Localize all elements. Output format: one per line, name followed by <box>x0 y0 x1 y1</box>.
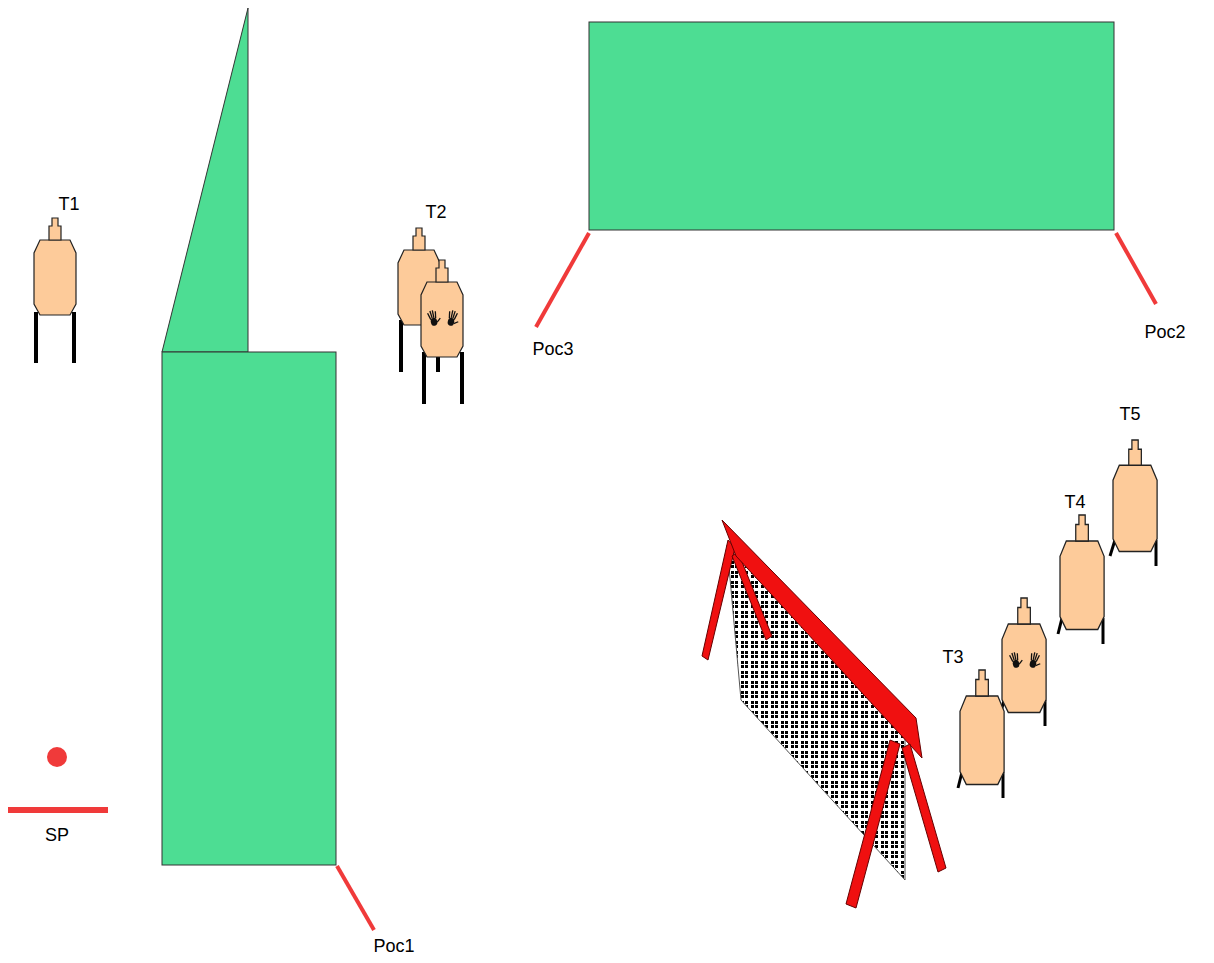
fault-line <box>337 866 374 930</box>
target <box>34 218 76 363</box>
fault-line <box>536 233 589 327</box>
start-line <box>8 807 108 813</box>
no-shoot-target <box>1000 598 1046 726</box>
fault-line <box>1116 233 1156 304</box>
target-label: T4 <box>1064 493 1085 513</box>
wall <box>162 352 336 865</box>
start-position-label: SP <box>45 826 69 846</box>
fault-line-label: Poc1 <box>373 937 414 957</box>
target <box>1110 440 1157 566</box>
target-label: T2 <box>425 203 446 223</box>
fault-line-label: Poc3 <box>532 340 573 360</box>
wall <box>162 8 248 352</box>
target-label: T5 <box>1119 405 1140 425</box>
target <box>958 670 1004 798</box>
target-label: T1 <box>58 195 79 215</box>
start-dot <box>47 747 67 767</box>
target <box>1058 515 1104 644</box>
wall <box>589 22 1114 230</box>
port-window <box>702 520 946 908</box>
target-label: T3 <box>942 648 963 668</box>
no-shoot-target <box>421 260 463 404</box>
fault-line-label: Poc2 <box>1144 323 1185 343</box>
